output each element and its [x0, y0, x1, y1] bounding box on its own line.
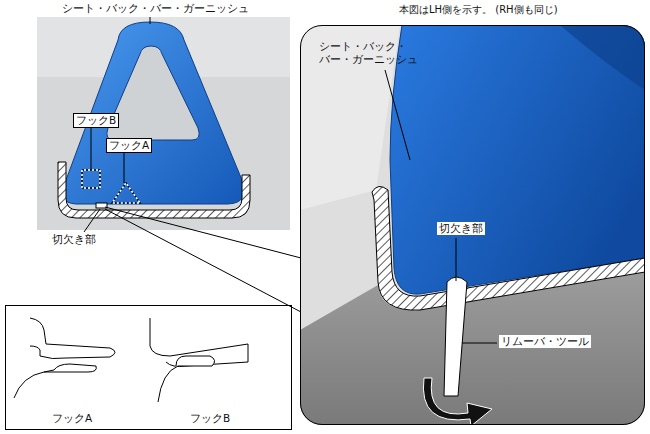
part-name: シート・バック・バー・ガーニッシュ: [62, 2, 249, 15]
photo-left: [37, 17, 290, 230]
part-name: 切欠き部: [437, 222, 485, 235]
hook-drawings: [14, 318, 248, 402]
tool-name: リムーバ・ツール: [499, 335, 591, 348]
hook-detail-box: フックA フックB: [5, 305, 292, 430]
hook-name: フックB: [73, 113, 119, 128]
detail-view: [300, 25, 645, 425]
hook-name: フックA: [106, 138, 152, 153]
hook-name: フックA: [52, 412, 92, 425]
hook-name: フックB: [190, 412, 230, 425]
leader-lines-left: [84, 17, 301, 312]
part-name: シート・バック・ バー・ガーニッシュ: [319, 40, 420, 66]
part-name: 切欠き部: [52, 233, 96, 246]
note-text: 本図はLH側を示す。 (RH側も同じ): [399, 4, 558, 17]
leader-lines-right: [385, 70, 497, 343]
detail-panel: 本図はLH側を示す。 (RH側も同じ)シート・バック・ バー・ガーニッシュ切欠き…: [300, 25, 645, 425]
